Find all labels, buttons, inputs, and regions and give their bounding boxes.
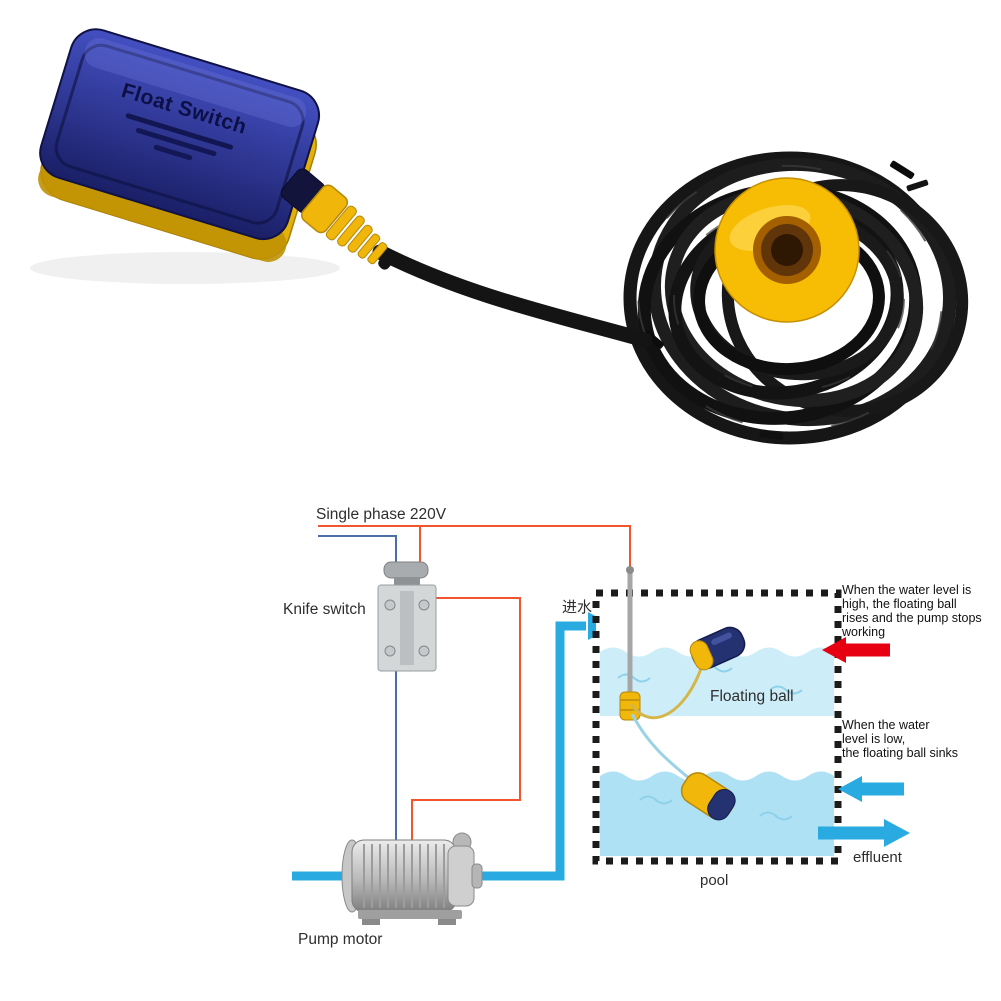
wiring-diagram: Single phase 220V Knife switch 进水 Floati…	[283, 506, 982, 948]
cable-clamp	[619, 691, 641, 721]
upper-float-cable	[629, 665, 704, 720]
inlet-pipe	[292, 621, 586, 881]
pump-foot	[362, 919, 380, 925]
effluent-arrow-head	[884, 819, 910, 847]
product-photo: Float Switch	[30, 28, 969, 445]
high-note-line: rises and the pump stops	[842, 611, 982, 625]
switch-to-pump-wire	[411, 597, 521, 840]
switch-screw	[418, 645, 430, 657]
power-label: Single phase 220V	[316, 506, 447, 523]
float-top-bevel	[54, 43, 305, 225]
wires	[318, 525, 631, 840]
wave-mark	[769, 685, 803, 695]
pump-front-housing	[447, 845, 475, 907]
high-note-line: high, the floating ball	[842, 597, 957, 611]
gland-nut	[300, 184, 349, 234]
low-note-line: the floating ball sinks	[842, 746, 958, 760]
float-shadow	[30, 252, 340, 284]
pool-border	[592, 589, 842, 865]
floating-ball-high	[689, 626, 746, 671]
float-ball-cap	[707, 789, 736, 821]
pump-shaft-cap	[471, 863, 483, 889]
float-cable	[372, 244, 653, 348]
knife-switch-device	[377, 561, 437, 672]
high-water-note: When the water level is high, the floati…	[841, 583, 982, 639]
switch-slot	[400, 591, 414, 665]
status-arrows	[818, 637, 910, 847]
pool-label: pool	[700, 872, 728, 889]
neutral-wire	[318, 535, 397, 562]
inlet-label: 进水	[562, 599, 592, 616]
gland-rib	[367, 242, 388, 265]
yellow-ring	[714, 177, 860, 323]
gland-rib	[337, 215, 365, 247]
float-ball-gloss	[711, 632, 732, 646]
pump-foot	[438, 919, 456, 925]
zip-tie	[890, 160, 915, 179]
gland-cable-tip	[378, 252, 395, 270]
high-water-band	[600, 647, 834, 716]
wave-mark	[617, 673, 651, 683]
live-wire	[318, 525, 631, 572]
switch-screw	[384, 645, 396, 657]
float-top-gloss	[84, 38, 307, 128]
floating-ball-low	[680, 772, 736, 821]
coil-sheen	[637, 164, 943, 432]
zip-tie	[906, 179, 929, 192]
cable-gland	[280, 168, 395, 270]
effluent-label: effluent	[853, 849, 903, 866]
low-note-line: When the water	[842, 718, 930, 732]
water-pipes	[292, 612, 614, 881]
gland-rib	[325, 205, 357, 241]
gland-rib	[357, 233, 381, 259]
pump-motor-device	[341, 832, 483, 925]
pump-base	[358, 910, 462, 919]
float-ball-cap	[689, 640, 714, 671]
high-note-line: When the water level is	[842, 583, 971, 597]
low-level-arrow-head	[838, 776, 862, 802]
low-note-line: level is low,	[842, 732, 905, 746]
pump-motor-label: Pump motor	[298, 931, 382, 948]
wave-mark	[639, 795, 673, 805]
pool-float-assembly	[619, 566, 746, 821]
float-switch-body: Float Switch	[38, 28, 321, 262]
float-fineprint-line	[135, 127, 217, 157]
pump-fins	[363, 844, 445, 908]
floating-ball-label: Floating ball	[710, 688, 794, 705]
switch-neck	[394, 577, 420, 585]
low-water-note: When the water level is low, the floatin…	[842, 718, 958, 760]
switch-cap	[383, 561, 429, 579]
gland-rib	[347, 224, 373, 253]
rod-top-nub	[626, 566, 634, 574]
float-fineprint-line	[125, 113, 234, 150]
wave-mark	[759, 811, 793, 821]
coil-sheen	[673, 206, 905, 392]
high-note-line: working	[841, 625, 885, 639]
ring-hole-depth	[771, 234, 803, 266]
switch-screw	[418, 599, 430, 611]
float-fineprint-line	[153, 144, 193, 161]
switch-screw	[384, 599, 396, 611]
zip-tie	[759, 430, 784, 441]
knife-switch-label: Knife switch	[283, 601, 366, 618]
high-level-arrow-head	[822, 637, 846, 663]
